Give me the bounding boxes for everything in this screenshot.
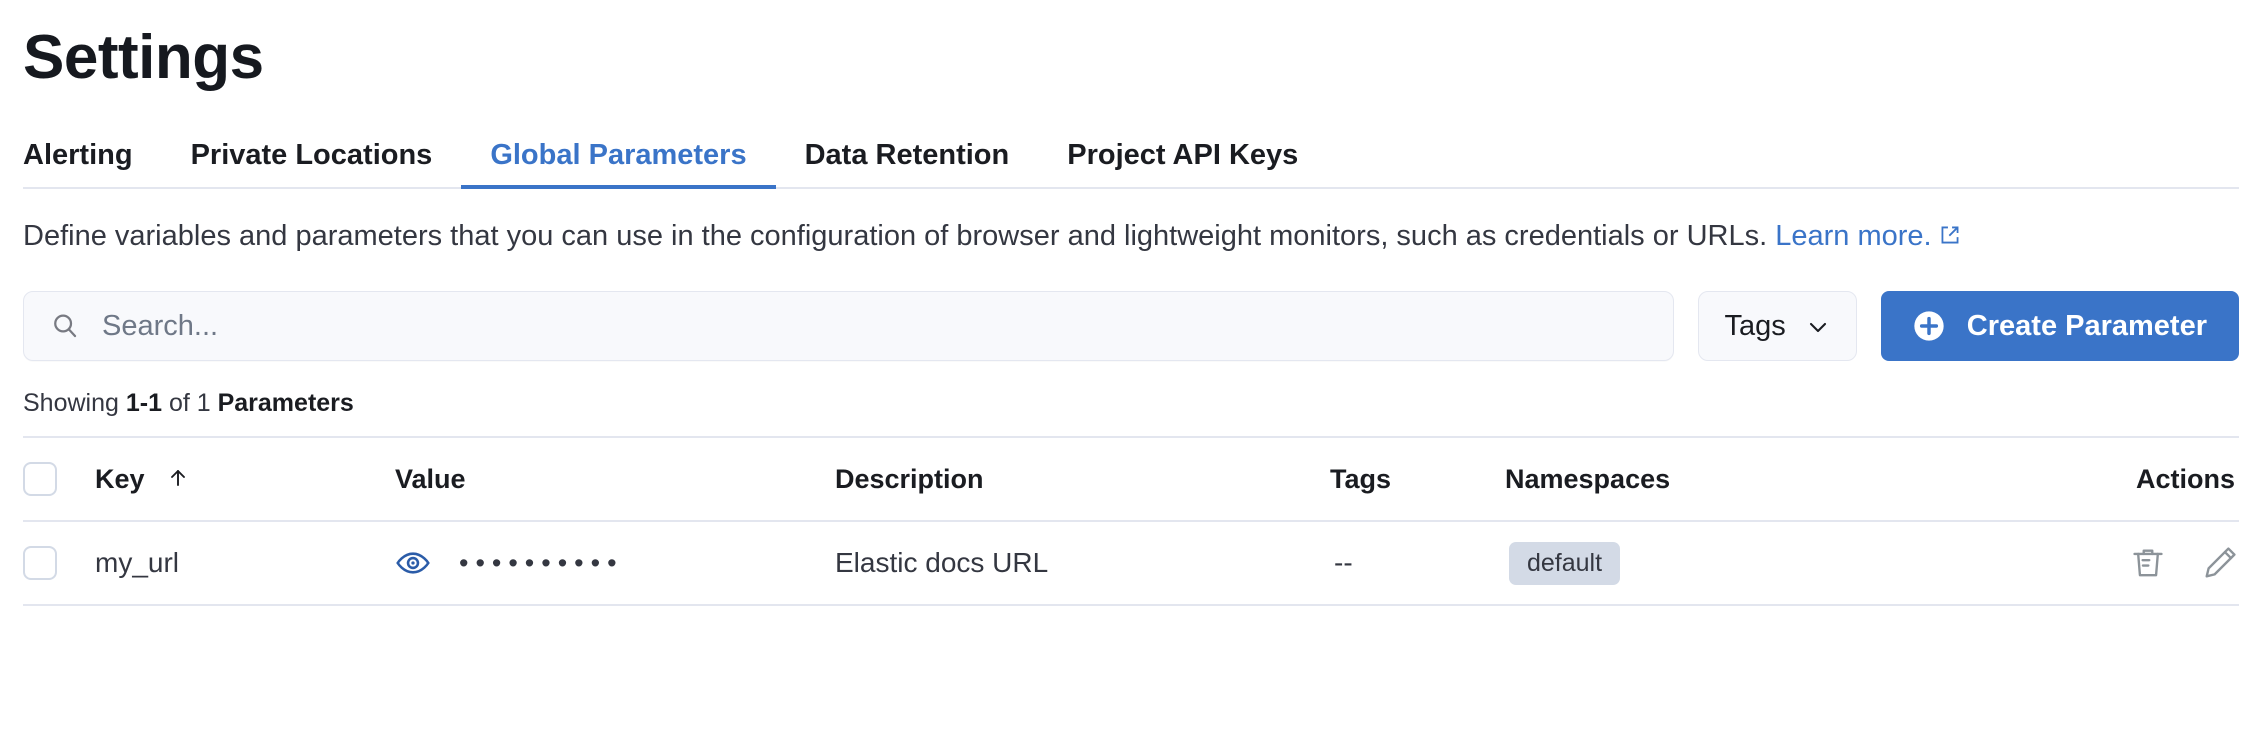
- tab-global-parameters[interactable]: Global Parameters: [461, 141, 776, 190]
- row-select-cell: [23, 546, 95, 581]
- cell-namespaces: default: [1509, 541, 2029, 585]
- external-link-icon: [1939, 216, 1961, 244]
- tags-filter-button[interactable]: Tags: [1697, 291, 1857, 362]
- select-all-cell: [23, 462, 95, 497]
- namespace-badge: default: [1509, 541, 1621, 585]
- parameters-table: Key Value Description Tags Namespaces Ac…: [23, 436, 2239, 607]
- column-header-namespaces[interactable]: Namespaces: [1505, 463, 1671, 494]
- results-count: Showing 1-1 of 1 Parameters: [23, 391, 2239, 416]
- create-parameter-label: Create Parameter: [1966, 309, 2207, 342]
- controls-row: Tags Create Parameter: [23, 291, 2239, 362]
- tab-data-retention[interactable]: Data Retention: [804, 139, 1010, 172]
- column-header-description[interactable]: Description: [835, 463, 984, 494]
- search-box[interactable]: [23, 291, 1674, 362]
- page-title: Settings: [23, 23, 264, 92]
- cell-key: my_url: [95, 547, 180, 579]
- eye-icon[interactable]: [395, 545, 431, 581]
- trash-icon[interactable]: [2129, 544, 2167, 582]
- table-row: my_url •••••••••• Elastic docs URL -- de…: [23, 522, 2239, 607]
- column-header-key[interactable]: Key: [95, 464, 395, 495]
- results-range: 1-1: [125, 389, 162, 418]
- cell-actions: [2029, 544, 2239, 582]
- cell-description: Elastic docs URL: [835, 547, 1049, 579]
- create-parameter-button[interactable]: Create Parameter: [1880, 291, 2239, 362]
- pencil-icon[interactable]: [2201, 544, 2239, 582]
- table-header-row: Key Value Description Tags Namespaces Ac…: [23, 438, 2239, 523]
- column-header-tags[interactable]: Tags: [1330, 463, 1392, 494]
- tags-filter-label: Tags: [1724, 309, 1786, 342]
- cell-value-masked: ••••••••••: [459, 547, 624, 578]
- learn-more-link[interactable]: Learn more.: [1775, 220, 1960, 252]
- search-icon: [50, 311, 80, 341]
- plus-circle-icon: [1913, 310, 1945, 342]
- settings-tabs: Alerting Private Locations Global Parame…: [23, 127, 2239, 190]
- learn-more-label: Learn more.: [1775, 220, 1932, 253]
- results-middle: of 1: [162, 389, 218, 418]
- select-all-checkbox[interactable]: [23, 462, 57, 497]
- tab-alerting[interactable]: Alerting: [23, 139, 133, 172]
- column-header-value[interactable]: Value: [395, 463, 466, 494]
- column-header-actions: Actions: [2135, 463, 2235, 494]
- description-text: Define variables and parameters that you…: [23, 220, 1768, 253]
- tab-project-api-keys[interactable]: Project API Keys: [1067, 139, 1299, 172]
- tab-private-locations[interactable]: Private Locations: [190, 139, 433, 172]
- search-input[interactable]: [102, 309, 1647, 343]
- cell-value: ••••••••••: [395, 545, 835, 581]
- row-checkbox[interactable]: [23, 546, 57, 581]
- results-entity: Parameters: [217, 389, 354, 418]
- chevron-down-icon: [1806, 314, 1830, 338]
- cell-tags: --: [1334, 547, 1353, 579]
- arrow-up-icon: [166, 466, 190, 490]
- results-prefix: Showing: [23, 389, 126, 418]
- page-description: Define variables and parameters that you…: [23, 215, 2203, 257]
- column-header-key-label: Key: [95, 463, 145, 494]
